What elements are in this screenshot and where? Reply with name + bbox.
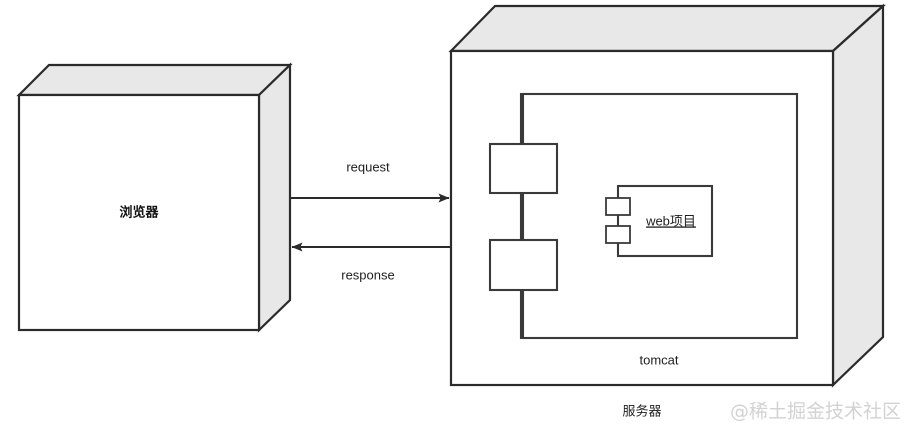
browser-node[interactable]: 浏览器 (16, 62, 293, 333)
component-tab-upper-icon (605, 197, 631, 216)
browser-right-face (257, 62, 292, 333)
connector-bottom-segment (521, 290, 525, 340)
server-right-face (831, 3, 885, 388)
connector-top-segment (521, 92, 525, 144)
upper-box[interactable] (488, 142, 559, 195)
browser-top-face (16, 63, 293, 97)
browser-label: 浏览器 (119, 205, 159, 221)
watermark-label: @稀土掘金技术社区 (730, 401, 901, 423)
component-body (616, 184, 714, 258)
server-node[interactable]: tomcat web项目 (448, 3, 886, 388)
response-flow[interactable]: response (291, 242, 451, 282)
response-label: response (341, 267, 394, 282)
server-label: 服务器 (622, 404, 661, 420)
tomcat-label: tomcat (639, 352, 678, 367)
request-flow[interactable]: request (290, 159, 450, 203)
component-label: web项目 (645, 213, 696, 228)
request-label: request (346, 159, 390, 174)
component-tab-lower-icon (605, 225, 631, 244)
browser-front-face (17, 93, 261, 332)
web-project-component[interactable]: web项目 (605, 184, 714, 258)
server-top-face (448, 4, 886, 53)
lower-box[interactable] (488, 238, 559, 292)
